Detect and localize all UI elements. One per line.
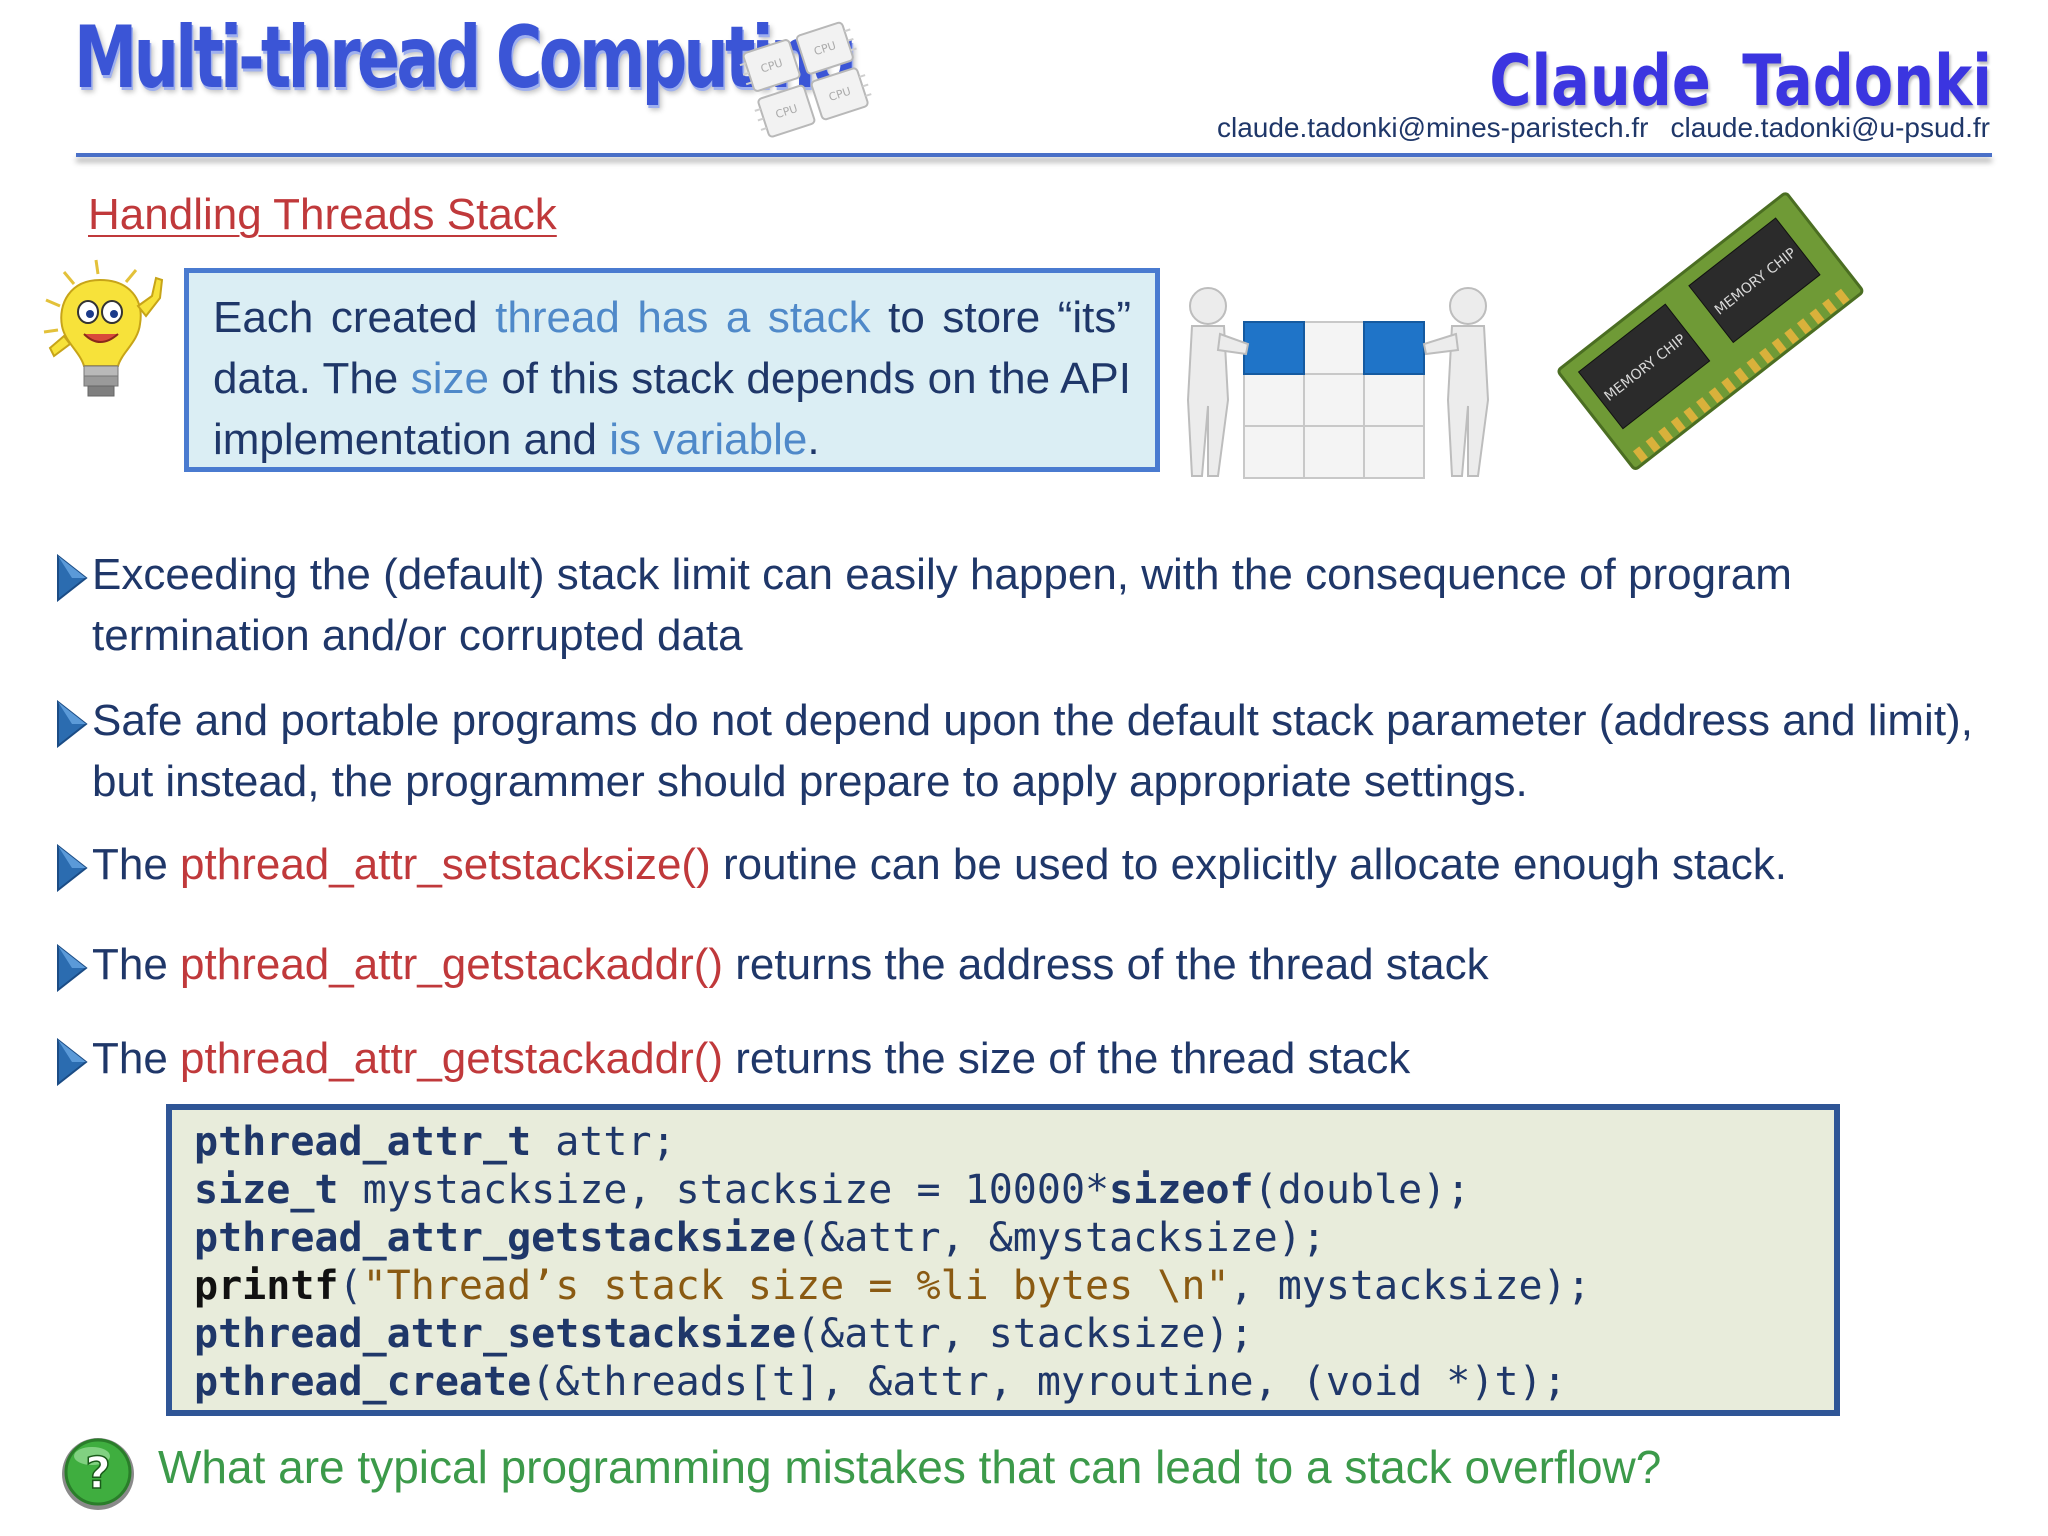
code-string: "Thread’s stack size = %li bytes \n" xyxy=(362,1263,1230,1309)
stack-info-box: Each created thread has a stack to store… xyxy=(184,268,1160,472)
question-icon: ? xyxy=(62,1438,134,1510)
info-highlight: is variable xyxy=(609,415,808,464)
bullet-text: Safe and portable programs do not depend… xyxy=(92,696,1973,806)
code-line: pthread_attr_getstacksize(&attr, &mystac… xyxy=(194,1214,1834,1262)
function-name: pthread_attr_getstackaddr() xyxy=(180,940,724,989)
code-line: pthread_attr_setstacksize(&attr, stacksi… xyxy=(194,1310,1834,1358)
header-divider xyxy=(76,153,1992,157)
bullet-arrow-icon xyxy=(57,1038,88,1086)
bullet-text-part: returns the address of the thread stack xyxy=(723,940,1489,989)
bullet-item: The pthread_attr_setstacksize() routine … xyxy=(56,834,2016,895)
memory-module-image: MEMORY CHIP MEMORY CHIP xyxy=(1557,192,1864,470)
bullet-arrow-icon xyxy=(57,944,88,992)
bullet-text-part: returns the size of the thread stack xyxy=(723,1034,1411,1083)
code-line: pthread_attr_t attr; xyxy=(194,1118,1834,1166)
people-stacking-blocks-image xyxy=(1186,287,1490,479)
email-link[interactable]: claude.tadonki@u-psud.fr xyxy=(1670,112,1991,143)
info-highlight: size xyxy=(410,354,489,403)
code-keyword: pthread_create xyxy=(194,1359,532,1405)
bullet-text: The pthread_attr_getstackaddr() returns … xyxy=(92,1028,2016,1089)
bullet-item: The pthread_attr_getstackaddr() returns … xyxy=(56,934,2016,995)
code-text: (&threads[t], &attr, myroutine, (void *)… xyxy=(531,1359,1567,1405)
bullet-item: Exceeding the (default) stack limit can … xyxy=(56,544,2016,666)
bullet-arrow-icon xyxy=(57,844,88,892)
presentation-title: Multi-thread Computing xyxy=(74,8,857,108)
code-keyword: printf xyxy=(194,1263,339,1309)
function-name: pthread_attr_getstackaddr() xyxy=(180,1034,724,1083)
bullet-text: The pthread_attr_setstacksize() routine … xyxy=(92,834,2016,895)
bullet-text-part: The xyxy=(92,840,181,889)
bullet-text: Exceeding the (default) stack limit can … xyxy=(92,550,1792,660)
svg-text:?: ? xyxy=(85,1448,111,1499)
code-keyword: pthread_attr_setstacksize xyxy=(194,1311,797,1357)
section-title: Handling Threads Stack xyxy=(88,190,557,239)
code-text: ( xyxy=(338,1263,363,1309)
code-keyword: pthread_attr_t xyxy=(194,1119,532,1165)
discussion-question: What are typical programming mistakes th… xyxy=(158,1441,1662,1493)
info-text: Each created xyxy=(213,293,496,342)
bullet-item: Safe and portable programs do not depend… xyxy=(56,690,2016,812)
bullet-item: The pthread_attr_getstackaddr() returns … xyxy=(56,1028,2016,1089)
cpu-chips-icon: CPU CPU CPU CPU xyxy=(739,21,872,138)
code-text: attr; xyxy=(531,1119,676,1165)
lightbulb-mascot-icon xyxy=(43,259,164,397)
code-keyword: size_t xyxy=(194,1167,339,1213)
code-line: printf("Thread’s stack size = %li bytes … xyxy=(194,1262,1834,1310)
code-text: mystacksize, stacksize = 10000* xyxy=(338,1167,1110,1213)
bullet-arrow-icon xyxy=(57,554,88,602)
author-emails: claude.tadonki@mines-paristech.fr claude.… xyxy=(1217,112,1990,144)
function-name: pthread_attr_setstacksize() xyxy=(180,840,711,889)
code-text: , mystacksize); xyxy=(1229,1263,1591,1309)
code-text: (double); xyxy=(1253,1167,1471,1213)
info-highlight: thread has a stack xyxy=(495,293,871,342)
info-text: . xyxy=(807,415,820,464)
bullet-arrow-icon xyxy=(57,700,88,748)
code-text: (&attr, stacksize); xyxy=(796,1311,1254,1357)
code-line: pthread_create(&threads[t], &attr, myrou… xyxy=(194,1358,1834,1406)
author-name: Claude Tadonki xyxy=(1489,40,1992,122)
bullet-text-part: routine can be used to explicitly alloca… xyxy=(710,840,1787,889)
code-block: pthread_attr_t attr;size_t mystacksize, … xyxy=(166,1104,1840,1416)
code-line: size_t mystacksize, stacksize = 10000*si… xyxy=(194,1166,1834,1214)
code-keyword: pthread_attr_getstacksize xyxy=(194,1215,797,1261)
bullet-text-part: The xyxy=(92,1034,181,1083)
info-text: to store “its” data. The xyxy=(213,293,1132,403)
code-keyword: sizeof xyxy=(1109,1167,1254,1213)
bullet-text-part: The xyxy=(92,940,181,989)
code-text: (&attr, &mystacksize); xyxy=(796,1215,1326,1261)
info-text: of this stack depends on the API impleme… xyxy=(213,354,1131,464)
bullet-text: The pthread_attr_getstackaddr() returns … xyxy=(92,934,2016,995)
email-link[interactable]: claude.tadonki@mines-paristech.fr xyxy=(1216,112,1649,143)
